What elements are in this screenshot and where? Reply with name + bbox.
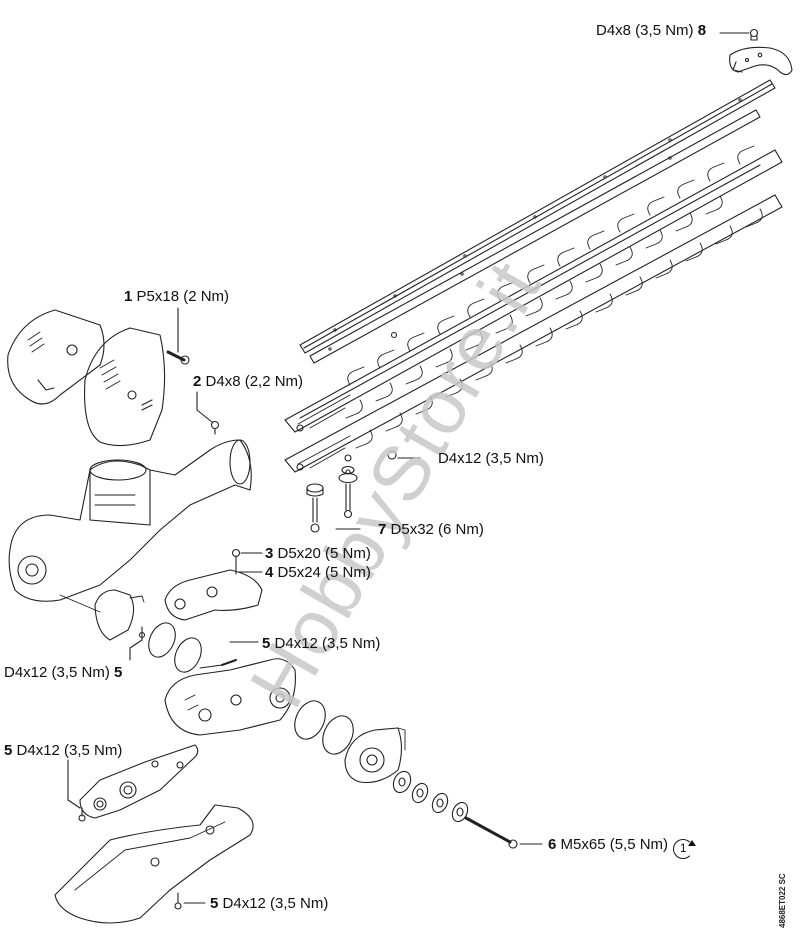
callout-number: 6 <box>548 836 557 853</box>
gear-housing <box>164 658 296 736</box>
washers <box>392 770 469 823</box>
callout-3: 3 D5x20 (5 Nm) <box>265 545 371 563</box>
callout-number: 2 <box>193 373 202 390</box>
screw-5-left <box>129 626 146 661</box>
clamp-ring <box>94 589 145 641</box>
callout-number: 4 <box>265 564 274 581</box>
callout-number: 5 <box>262 635 271 652</box>
callout-8: D4x8 (3,5 Nm) 8 <box>596 22 706 40</box>
callout-spec: D4x8 (3,5 Nm) <box>596 22 694 39</box>
callout-spec: D4x12 (3,5 Nm) <box>222 895 329 912</box>
screw-8 <box>719 28 759 41</box>
clamp-bracket <box>164 548 263 621</box>
callout-5c: 5 D4x12 (3,5 Nm) <box>4 742 122 760</box>
cutting-blade-upper <box>284 145 783 433</box>
callout-spec: M5x65 (5,5 Nm) <box>560 836 669 853</box>
retaining-rings-right <box>294 700 354 755</box>
callout-4: 4 D5x24 (5 Nm) <box>265 564 371 582</box>
callout-spec: P5x18 (2 Nm) <box>136 288 230 305</box>
callout-1: 1 P5x18 (2 Nm) <box>124 288 229 306</box>
handle-lower-shell <box>54 804 254 924</box>
screw-5-gasket <box>67 759 86 822</box>
cutting-blade-lower <box>284 194 783 473</box>
motor-housing <box>8 439 252 613</box>
drawing-code: 4868ET022 SC <box>778 873 787 928</box>
callout-number: 5 <box>114 664 123 681</box>
blade-guard-rail <box>299 79 776 364</box>
callout-spec: D5x24 (5 Nm) <box>277 564 371 581</box>
callout-number: 1 <box>124 288 133 305</box>
callout-spec: D4x12 (3,5 Nm) <box>438 450 544 467</box>
callout-spec: D4x12 (3,5 Nm) <box>274 635 381 652</box>
callout-5b: D4x12 (3,5 Nm) 5 <box>4 664 122 682</box>
tightening-sequence-icon: 1 <box>673 839 697 859</box>
motor-cover-left <box>7 309 105 405</box>
gasket-plate <box>79 744 199 819</box>
callout-number: 5 <box>210 895 219 912</box>
callout-spec: D4x12 (3,5 Nm) <box>16 742 123 759</box>
retaining-rings-left <box>148 622 259 673</box>
blade-guard-tip <box>729 46 793 76</box>
callout-6: 6 M5x65 (5,5 Nm) 1 <box>548 836 697 859</box>
callout-spec: D4x12 (3,5 Nm) <box>4 664 110 681</box>
callout-5d: 5 D4x12 (3,5 Nm) <box>210 895 328 913</box>
bolt-6 <box>464 816 543 849</box>
callout-number: 8 <box>697 22 707 39</box>
callout-5a: 5 D4x12 (3,5 Nm) <box>262 635 380 653</box>
callout-blade-screw: D4x12 (3,5 Nm) <box>438 450 544 468</box>
callout-number: 5 <box>4 742 13 759</box>
motor-cover-right <box>84 327 166 447</box>
callout-number: 3 <box>265 545 274 562</box>
callout-7: 7 D5x32 (6 Nm) <box>378 521 484 539</box>
callout-2: 2 D4x8 (2,2 Nm) <box>193 373 303 391</box>
callout-spec: D5x20 (5 Nm) <box>277 545 371 562</box>
callout-spec: D5x32 (6 Nm) <box>390 521 484 538</box>
screw-5-bottom <box>174 892 206 910</box>
blade-fasteners <box>306 331 421 533</box>
screw-2 <box>196 391 220 435</box>
gear-cover <box>344 727 406 784</box>
callout-number: 7 <box>378 521 387 538</box>
screw-1 <box>166 307 190 365</box>
callout-spec: D4x8 (2,2 Nm) <box>205 373 304 390</box>
